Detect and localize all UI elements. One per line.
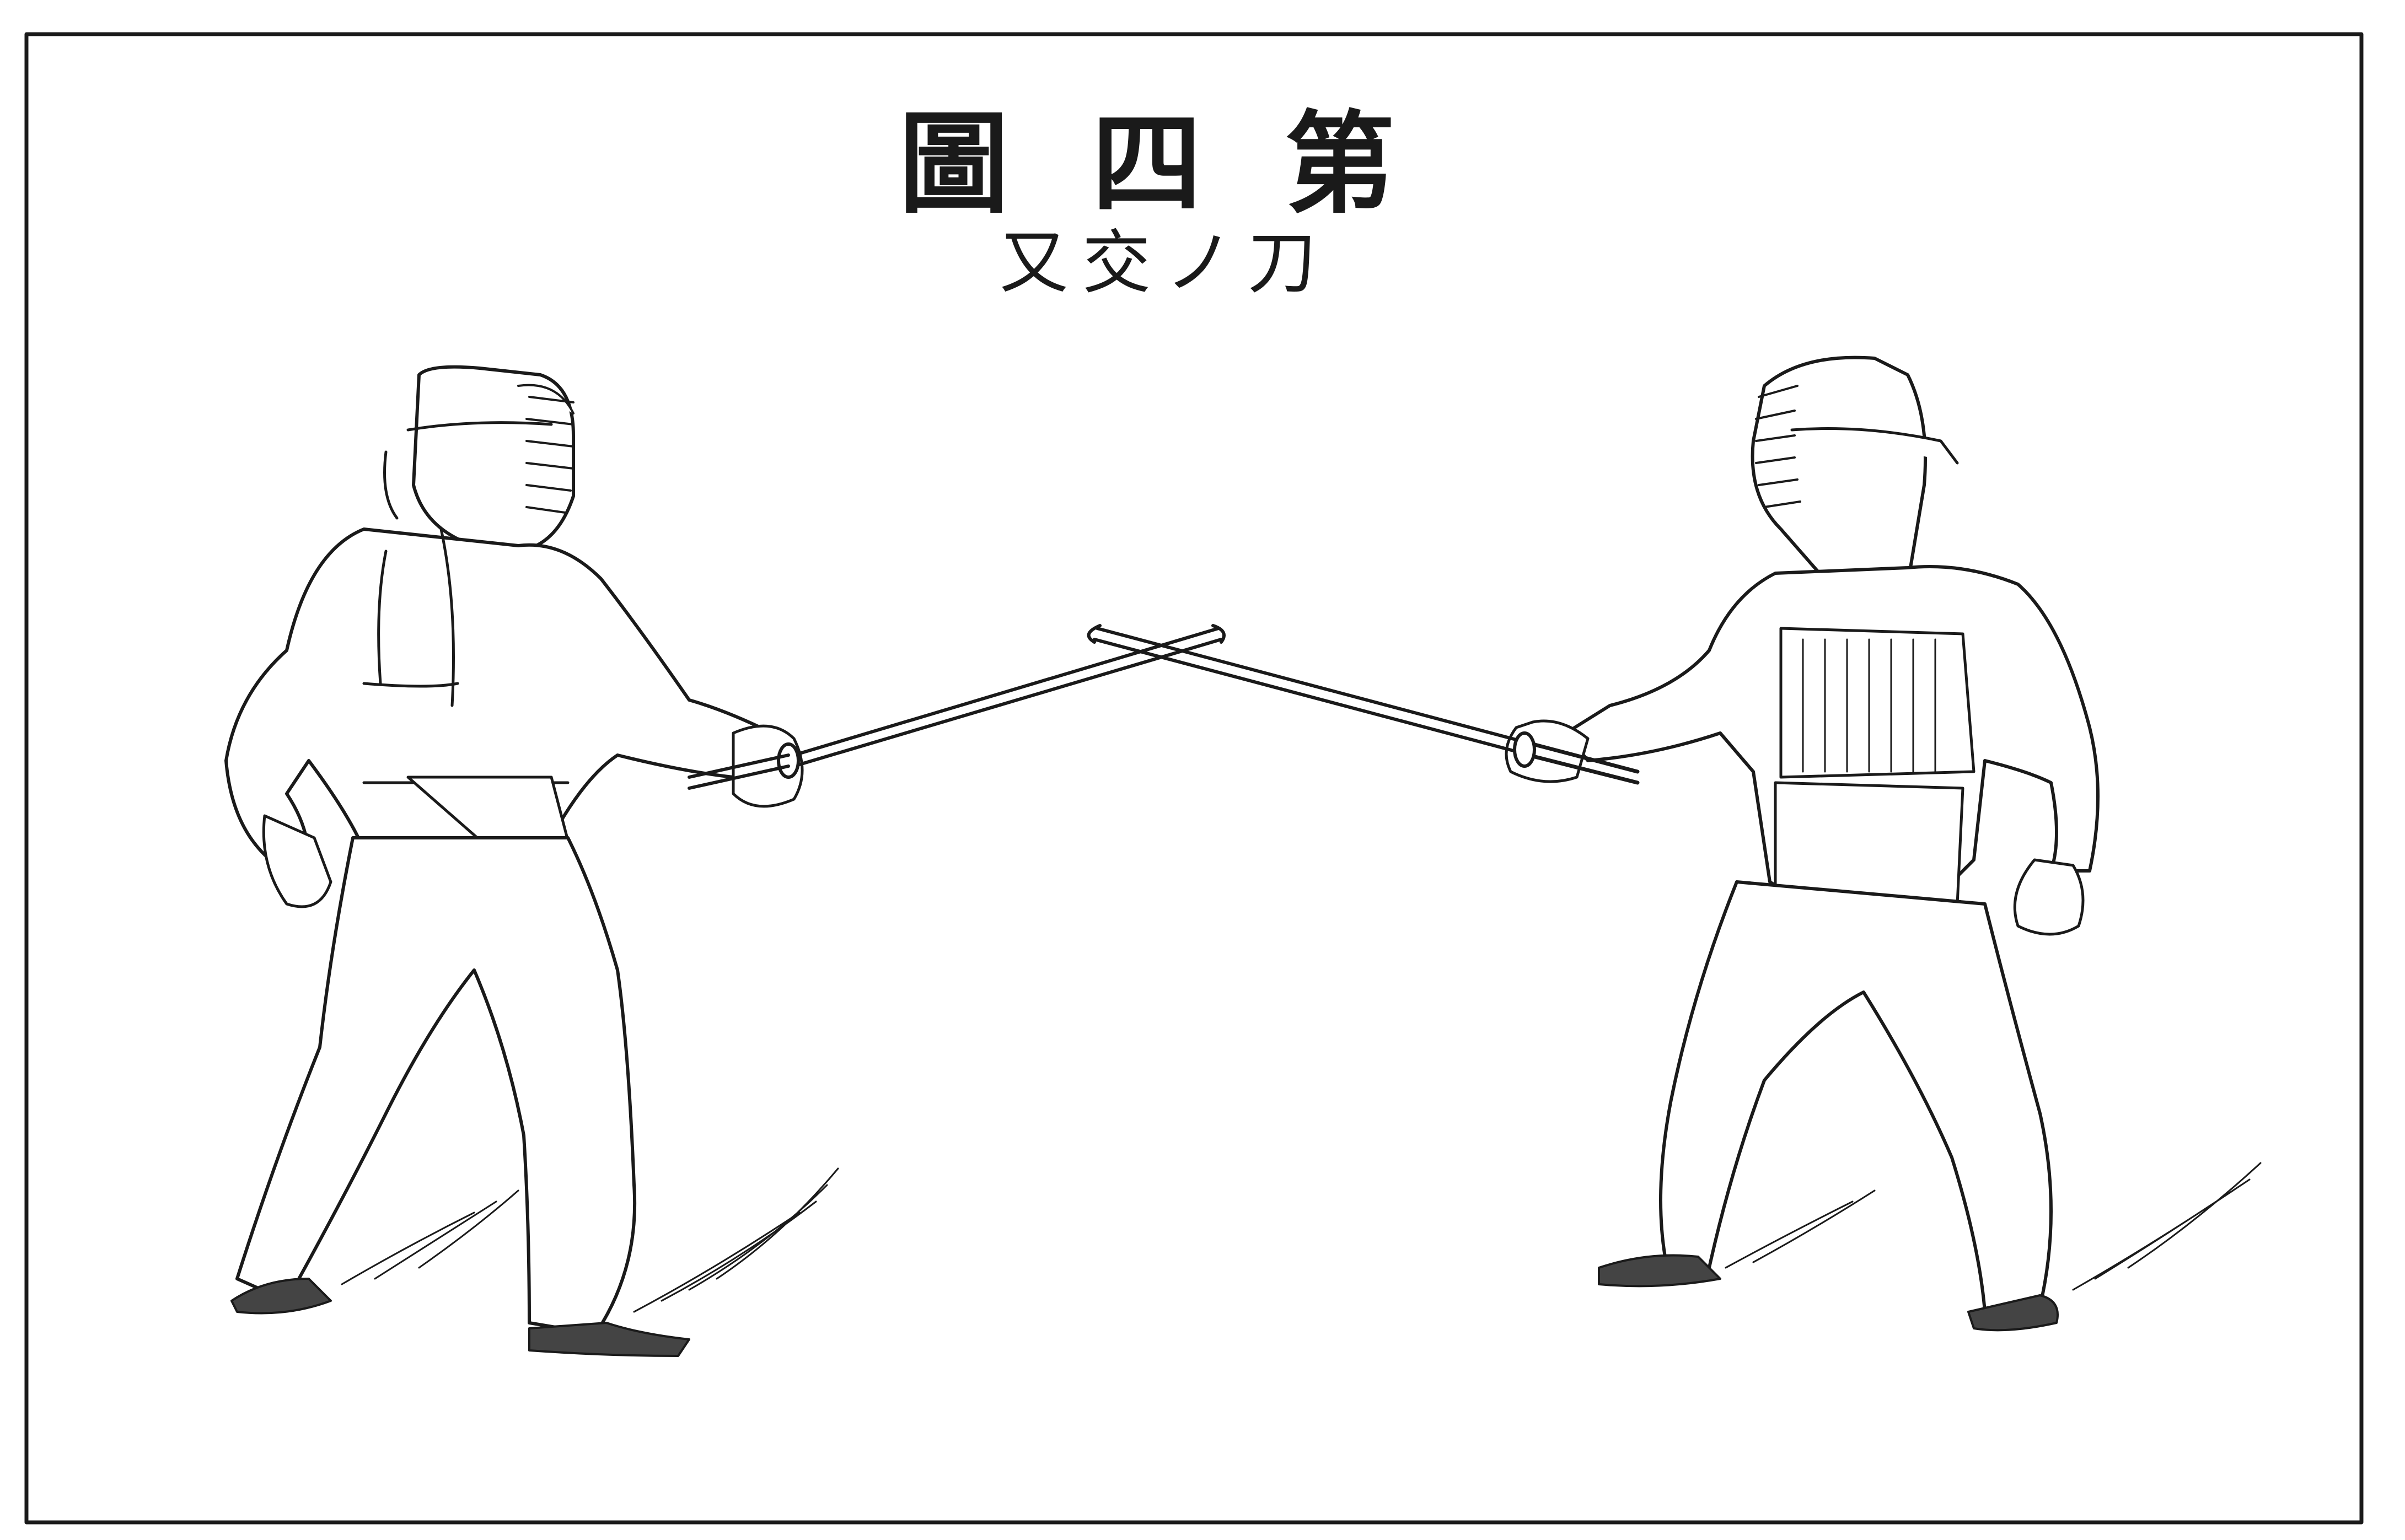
left-mask <box>412 365 575 553</box>
title-char-3: 第 <box>1284 99 1395 229</box>
caption-char-3: ノ <box>1164 223 1234 303</box>
right-sword <box>1093 627 1534 757</box>
title-char-2: 四 <box>1091 99 1202 229</box>
plate-title: 圖 四 第 <box>871 91 1422 229</box>
caption-char-4: 刀 <box>1247 223 1317 303</box>
title-char-1: 圖 <box>898 99 1009 229</box>
caption-char-1: 又 <box>999 223 1069 303</box>
right-legs <box>1659 880 2053 1313</box>
right-mask <box>1751 356 1927 590</box>
left-fencer <box>224 365 804 1357</box>
crossed-swords <box>688 624 1640 790</box>
ground-shadows <box>341 1162 2262 1313</box>
caption-char-2: 交 <box>1082 223 1151 303</box>
right-fencer <box>1505 356 2100 1332</box>
plate-border <box>24 32 2364 1525</box>
left-sword <box>792 627 1223 768</box>
plate-caption: 又 交 ノ 刀 <box>992 215 1323 303</box>
left-legs <box>235 836 637 1336</box>
